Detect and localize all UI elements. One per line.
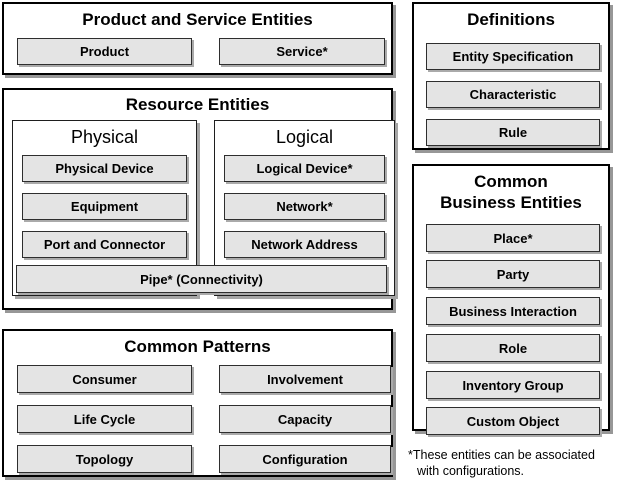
common-business-entities-title-line2: Business Entities <box>440 193 582 212</box>
pattern-life-cycle: Life Cycle <box>17 405 192 433</box>
entity-role: Role <box>426 334 600 362</box>
entity-entity-specification: Entity Specification <box>426 43 600 70</box>
entity-network-address: Network Address <box>224 231 385 258</box>
entity-place: Place* <box>426 224 600 252</box>
entity-party: Party <box>426 260 600 288</box>
definitions-title: Definitions <box>467 10 555 29</box>
common-patterns-title: Common Patterns <box>124 337 271 356</box>
entity-product: Product <box>17 38 192 65</box>
footnote-line2: with configurations. <box>417 464 525 478</box>
entity-service: Service* <box>219 38 385 65</box>
footnote-line1: *These entities can be associated <box>408 448 595 462</box>
common-business-entities-title: Common Business Entities <box>414 166 608 213</box>
entity-rule: Rule <box>426 119 600 146</box>
pattern-consumer: Consumer <box>17 365 192 393</box>
product-service-entities-box: Product and Service Entities Product Ser… <box>2 2 393 75</box>
entity-logical-device: Logical Device* <box>224 155 385 182</box>
pattern-configuration: Configuration <box>219 445 391 473</box>
definitions-box: Definitions Entity Specification Charact… <box>412 2 610 150</box>
pattern-topology: Topology <box>17 445 192 473</box>
logical-group-title: Logical <box>275 127 334 147</box>
common-business-entities-title-line1: Common <box>474 172 548 191</box>
entity-characteristic: Characteristic <box>426 81 600 108</box>
pattern-capacity: Capacity <box>219 405 391 433</box>
resource-entities-title: Resource Entities <box>125 95 270 114</box>
entity-business-interaction: Business Interaction <box>426 297 600 325</box>
entity-equipment: Equipment <box>22 193 187 220</box>
entity-network: Network* <box>224 193 385 220</box>
common-business-entities-box: Common Business Entities Place* Party Bu… <box>412 164 610 435</box>
physical-group-title: Physical <box>70 127 139 147</box>
entity-pipe-connectivity: Pipe* (Connectivity) <box>16 265 387 293</box>
footnote: *These entities can be associated with c… <box>408 447 616 479</box>
entity-physical-device: Physical Device <box>22 155 187 182</box>
entity-custom-object: Custom Object <box>426 407 600 435</box>
entity-inventory-group: Inventory Group <box>426 371 600 399</box>
common-patterns-box: Common Patterns Consumer Life Cycle Topo… <box>2 329 393 477</box>
entity-port-and-connector: Port and Connector <box>22 231 187 258</box>
product-service-entities-title: Product and Service Entities <box>82 10 313 29</box>
pattern-involvement: Involvement <box>219 365 391 393</box>
physical-group-box: Physical Physical Device Equipment Port … <box>12 120 197 296</box>
resource-entities-box: Resource Entities Physical Physical Devi… <box>2 88 395 310</box>
